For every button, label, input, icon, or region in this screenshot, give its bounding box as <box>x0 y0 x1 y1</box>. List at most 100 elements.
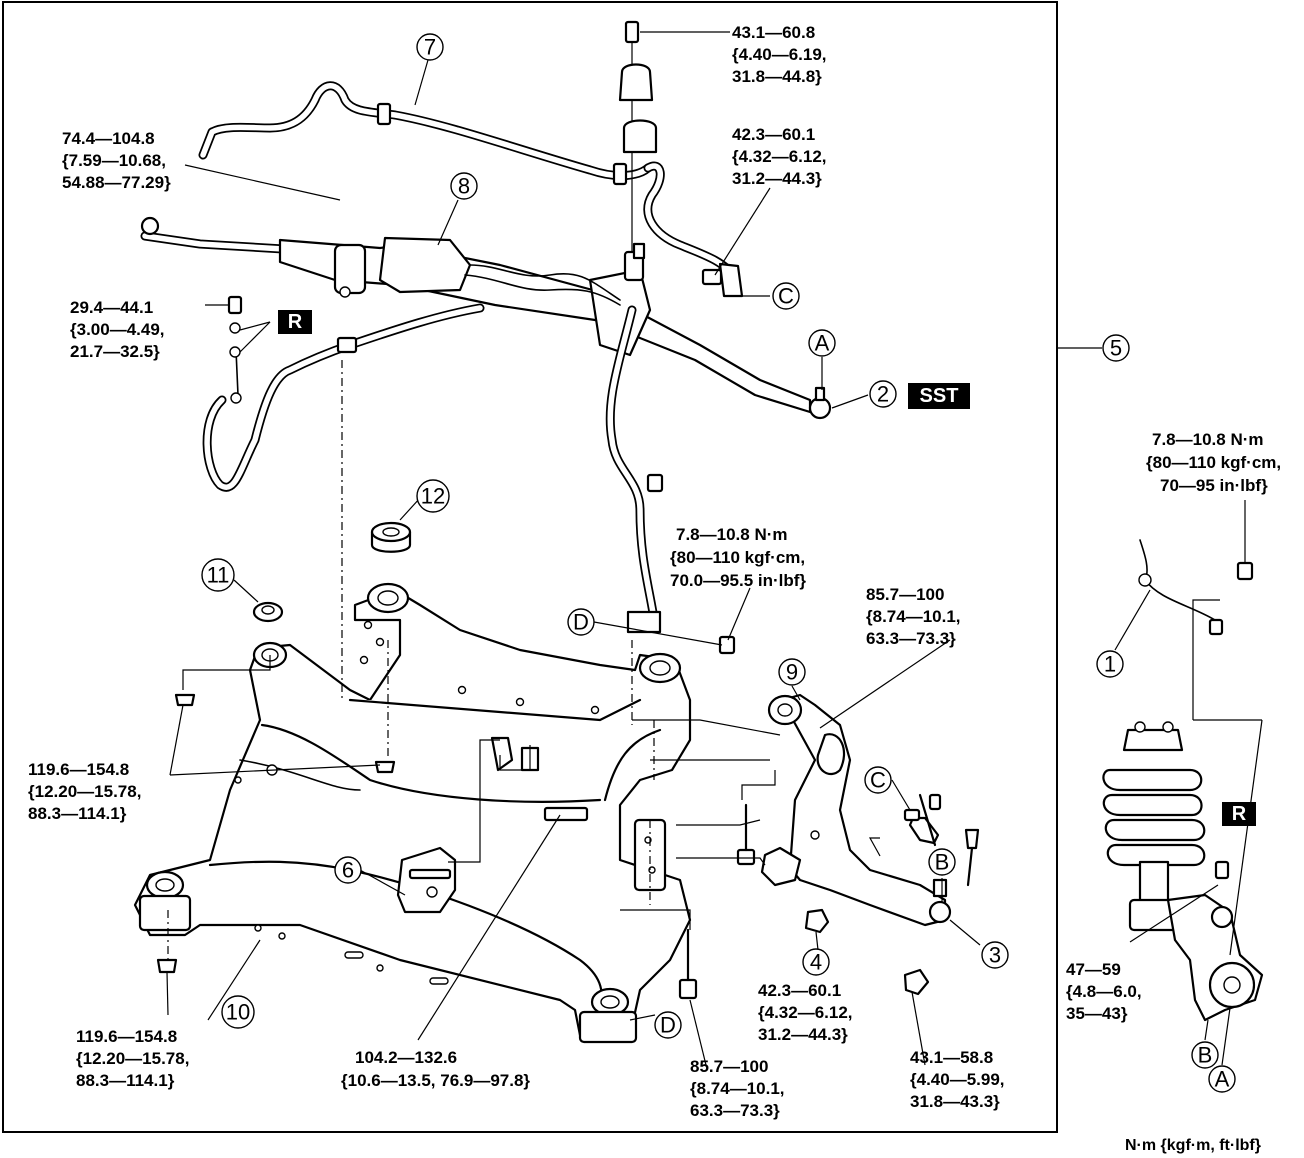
callout-a-upper-label: A <box>815 331 830 356</box>
torque-spec-ball-joint-nut: 43.1—58.8 {4.40—5.99, 31.8—43.3} <box>910 1048 1005 1111</box>
spec-line: 47—59 <box>1066 960 1121 979</box>
callout-3-label: 3 <box>989 943 1001 968</box>
callout-b-upper: B <box>928 848 956 876</box>
callout-a-upper: A <box>808 329 836 357</box>
callout-b-upper-label: B <box>935 850 950 875</box>
callout-8-label: 8 <box>458 174 470 199</box>
spec-line: 31.8—43.3} <box>910 1092 1000 1111</box>
stabilizer-bar <box>198 81 740 283</box>
shock-absorber-coil-spring <box>1102 721 1206 932</box>
torque-spec-hose-bolt: 29.4—44.1 {3.00—4.49, 21.7—32.5} <box>70 298 165 361</box>
replace-badge-knuckle: R <box>1222 802 1256 826</box>
spec-line: 42.3—60.1 <box>732 125 815 144</box>
stabilizer-link-nut <box>804 908 830 934</box>
torque-spec-crossmember-front: 119.6—154.8 {12.20—15.78, 88.3—114.1} <box>28 760 141 823</box>
callout-b-lower: B <box>1191 1041 1219 1069</box>
callout-5-label: 5 <box>1110 336 1122 361</box>
spec-line: 85.7—100 <box>866 585 944 604</box>
leader-lines <box>166 31 1231 1066</box>
callout-d-upper-label: D <box>573 610 589 635</box>
stabilizer-link <box>903 793 942 847</box>
spec-line: {8.74—10.1, <box>866 607 961 626</box>
crossmember <box>133 582 692 1044</box>
callout-10: 10 <box>221 995 255 1029</box>
units-legend: N·m {kgf·m, ft·lbf} <box>1125 1137 1261 1154</box>
torque-spec-rear-mount: 104.2—132.6 {10.6—13.5, 76.9—97.8} <box>341 1048 530 1090</box>
callout-1-label: 1 <box>1104 652 1116 677</box>
lower-arm <box>760 693 952 927</box>
spec-line: {4.32—6.12, <box>732 147 827 166</box>
torque-spec-lower-arm-rear: 85.7—100 {8.74—10.1, 63.3—73.3} <box>690 1057 785 1120</box>
callout-10-label: 10 <box>226 1000 250 1025</box>
alignment-lines <box>167 360 1263 960</box>
stabilizer-bushing-bracket <box>618 20 658 255</box>
torque-spec-stabilizer-link-nut: 42.3—60.1 {4.32—6.12, 31.2—44.3} <box>758 981 853 1044</box>
pressure-hose <box>202 295 485 492</box>
callout-6-label: 6 <box>342 858 354 883</box>
spec-line: {80—110 kgf·cm, <box>670 548 805 567</box>
spec-line: {3.00—4.49, <box>70 320 165 339</box>
callout-d-lower: D <box>654 1011 682 1039</box>
spec-line: {10.6—13.5, 76.9—97.8} <box>341 1071 530 1090</box>
spec-line: {80—110 kgf·cm, <box>1146 453 1281 472</box>
sst-badge: SST <box>908 383 970 409</box>
spec-line: {8.74—10.1, <box>690 1079 785 1098</box>
torque-spec-stabilizer-bracket: 43.1—60.8 {4.40—6.19, 31.8—44.8} <box>732 23 827 86</box>
torque-spec-abs-sensor: 7.8—10.8 N·m {80—110 kgf·cm, 70—95 in·lb… <box>1146 430 1281 495</box>
callout-5: 5 <box>1102 334 1130 362</box>
callout-4-label: 4 <box>810 950 822 975</box>
spec-line: 119.6—154.8 <box>76 1027 177 1046</box>
crossmember-bolts <box>156 693 756 1000</box>
callout-11: 11 <box>201 558 235 592</box>
callout-d-upper: D <box>567 608 595 636</box>
spec-line: 63.3—73.3} <box>866 629 956 648</box>
spec-line: 7.8—10.8 N·m <box>676 525 788 544</box>
spec-line: {4.32—6.12, <box>758 1003 853 1022</box>
spec-line: 43.1—58.8 <box>910 1048 993 1067</box>
torque-spec-hose-clamp: 7.8—10.8 N·m {80—110 kgf·cm, 70.0—95.5 i… <box>670 525 806 590</box>
callout-2-label: 2 <box>877 382 889 407</box>
replace-badge-hose: R <box>278 310 312 334</box>
spec-line: 31.2—44.3} <box>732 169 822 188</box>
spec-line: 35—43} <box>1066 1004 1128 1023</box>
spec-line: {7.59—10.68, <box>62 151 166 170</box>
spec-line: 54.88—77.29} <box>62 173 171 192</box>
torque-spec-steering-gear-bolt: 74.4—104.8 {7.59—10.68, 54.88—77.29} <box>62 129 171 192</box>
insulator-12 <box>370 521 412 553</box>
steering-knuckle <box>1166 860 1264 1022</box>
torque-spec-crossmember-rear: 119.6—154.8 {12.20—15.78, 88.3—114.1} <box>76 1027 189 1090</box>
spec-line: {4.8—6.0, <box>1066 982 1142 1001</box>
steering-gear-assembly <box>140 216 832 420</box>
callout-4: 4 <box>802 948 830 976</box>
callout-1: 1 <box>1096 650 1124 678</box>
spec-line: 70—95 in·lbf} <box>1160 476 1268 495</box>
callout-a-lower: A <box>1208 1065 1236 1093</box>
stabilizer-mount-bolt <box>701 262 744 298</box>
callout-7: 7 <box>416 33 444 61</box>
assembly-frame <box>2 1 1058 1133</box>
spec-line: 21.7—32.5} <box>70 342 160 361</box>
callout-2: 2 <box>869 380 897 408</box>
callout-c-lower-label: C <box>870 768 886 793</box>
callout-7-label: 7 <box>424 35 436 60</box>
spec-line: 31.8—44.8} <box>732 67 822 86</box>
spec-line: 88.3—114.1} <box>28 804 127 823</box>
spec-line: {12.20—15.78, <box>28 782 141 801</box>
insulator-11 <box>252 601 284 623</box>
torque-spec-knuckle-bolt: 47—59 {4.8—6.0, 35—43} <box>1066 960 1142 1023</box>
replace-badge-hose-label: R <box>288 311 303 333</box>
callout-3: 3 <box>981 941 1009 969</box>
spec-line: 104.2—132.6 <box>355 1048 457 1067</box>
callout-12-label: 12 <box>421 484 445 509</box>
spec-line: 31.2—44.3} <box>758 1025 848 1044</box>
abs-wheel-speed-sensor <box>1138 500 1254 636</box>
spec-line: 85.7—100 <box>690 1057 768 1076</box>
spec-line: {4.40—5.99, <box>910 1070 1005 1089</box>
ball-joint-nut <box>903 828 980 996</box>
callout-c-upper-label: C <box>778 284 794 309</box>
spec-line: 63.3—73.3} <box>690 1101 780 1120</box>
spec-line: {4.40—6.19, <box>732 45 827 64</box>
spec-line: 74.4—104.8 <box>62 129 155 148</box>
callout-9-label: 9 <box>786 660 798 685</box>
callout-d-lower-label: D <box>660 1013 676 1038</box>
